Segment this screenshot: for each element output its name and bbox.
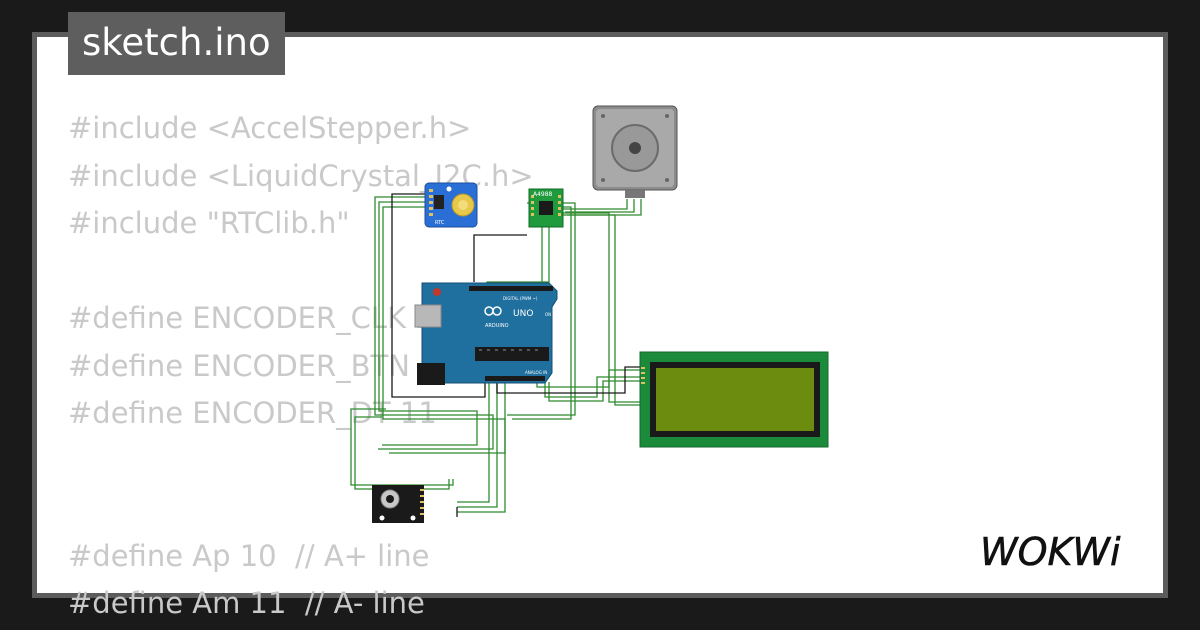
arduino-on-label: ON	[545, 312, 551, 317]
lcd-display	[639, 351, 829, 448]
code-line: #define ENCODER_DT 11	[68, 396, 437, 430]
arduino-uno: UNO ARDUINO DIGITAL (PWM ~) ANALOG IN ON	[414, 282, 558, 385]
stepper-motor	[592, 105, 678, 198]
code-preview: #include <AccelStepper.h> #include <Liqu…	[68, 105, 534, 628]
arduino-digital-label: DIGITAL (PWM ~)	[503, 296, 538, 301]
rotary-encoder	[372, 485, 424, 523]
code-line: #include "RTClib.h"	[68, 206, 350, 240]
arduino-analog-label: ANALOG IN	[525, 370, 547, 375]
file-tab: sketch.ino	[68, 12, 285, 75]
arduino-brand: UNO	[513, 309, 533, 319]
arduino-maker: ARDUINO	[485, 323, 509, 329]
code-line: #include <LiquidCrystal_I2C.h>	[68, 158, 534, 193]
preview-canvas: #include <AccelStepper.h> #include <Liqu…	[37, 37, 1163, 620]
rtc-label: RTC	[435, 220, 445, 226]
code-line: #define ENCODER_BTN 4	[68, 348, 438, 383]
code-line: #include <AccelStepper.h>	[68, 111, 472, 145]
circuit-diagram: RTC A4988	[350, 105, 829, 523]
rtc-module: RTC	[424, 182, 478, 228]
driver-label: A4988	[533, 191, 553, 198]
stepper-driver: A4988	[528, 188, 564, 228]
code-line: #define Am 11 // A- line	[68, 586, 425, 620]
wokwi-logo: WOKWi	[980, 530, 1122, 575]
code-line: #define Ap 10 // A+ line	[68, 538, 430, 573]
wokwi-logo-text: WOKWi	[980, 530, 1121, 574]
code-line: #define ENCODER_CLK 2	[68, 301, 434, 335]
